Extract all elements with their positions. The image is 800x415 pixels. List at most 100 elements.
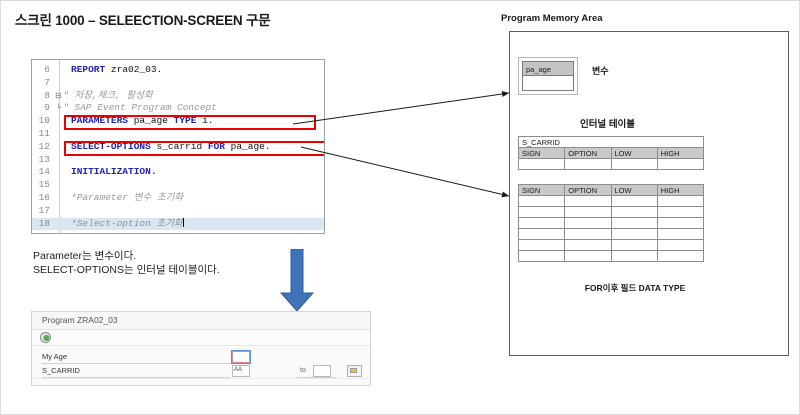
field-label-my-age: My Age	[42, 352, 68, 361]
table-cell	[610, 158, 658, 170]
code-text: PARAMETERS pa_age TYPE i.	[71, 115, 214, 127]
code-line[interactable]: 7	[32, 77, 324, 90]
s-carrid-low-input[interactable]	[232, 365, 250, 377]
code-text: " 저장,체크, 활성화	[63, 89, 153, 101]
table-cell	[610, 195, 658, 207]
execute-icon[interactable]	[40, 332, 51, 343]
table-cell	[564, 228, 612, 240]
sap-toolbar[interactable]	[32, 330, 370, 346]
code-text: *Select-option 초기화	[71, 217, 183, 229]
table-cell	[517, 250, 566, 262]
table-cell	[610, 228, 658, 240]
table-header-row: SIGN OPTION LOW HIGH	[517, 147, 705, 159]
table-name-cell: S_CARRID	[517, 136, 565, 148]
table-cell	[517, 228, 566, 240]
column-header-sign: SIGN	[517, 147, 566, 159]
code-line[interactable]: 8 ⊟" 저장,체크, 활성화	[32, 90, 324, 103]
table-row	[517, 239, 705, 251]
table-row	[517, 206, 705, 218]
explanatory-notes: Parameter는 변수이다. SELECT-OPTIONS는 인터널 테이블…	[33, 249, 220, 277]
code-text: *Parameter 변수 초기화	[71, 191, 184, 203]
line-number: 13	[38, 153, 50, 165]
s-carrid-high-input[interactable]	[313, 365, 331, 377]
sap-selection-screen-mockup[interactable]: Program ZRA02_03 My Age S_CARRID AA to	[31, 311, 371, 386]
code-line[interactable]: 13	[32, 154, 324, 167]
internal-table-rows: SIGN OPTION LOW HIGH	[517, 184, 705, 262]
code-text: INITIALIZATION.	[71, 166, 157, 178]
code-line[interactable]: 9 └" SAP Event Program Concept	[32, 102, 324, 115]
fold-marker[interactable]: ⊟	[55, 91, 62, 101]
program-memory-area: pa_age 변수 인터널 테이블 S_CARRID SIGN OPTION L…	[509, 31, 789, 356]
table-row	[517, 158, 705, 170]
arrow-select-options-to-table	[300, 146, 510, 198]
table-name-pad	[657, 136, 705, 148]
code-line[interactable]: 14 INITIALIZATION.	[32, 166, 324, 179]
variable-memory-cell: pa_age	[518, 57, 578, 95]
code-line[interactable]: 11	[32, 128, 324, 141]
sap-screen-title: Program ZRA02_03	[32, 312, 370, 330]
code-line[interactable]: 16*Parameter 변수 초기화	[32, 192, 324, 205]
note-line-2: SELECT-OPTIONS는 인터널 테이블이다.	[33, 264, 220, 276]
line-number: 6	[44, 64, 50, 75]
blue-down-arrow-icon	[279, 249, 315, 312]
table-cell	[656, 250, 705, 262]
table-cell	[517, 239, 566, 251]
line-number: 8	[44, 89, 50, 101]
variable-value	[523, 76, 573, 90]
table-row	[517, 228, 705, 240]
code-text: SELECT-OPTIONS s_carrid FOR pa_age.	[71, 140, 271, 152]
table-cell	[564, 239, 612, 251]
sap-divider	[32, 378, 370, 379]
table-row	[517, 195, 705, 207]
page-title: 스크린 1000 – SELEECTION-SCREEN 구문	[15, 13, 271, 28]
variable-caption: 변수	[592, 66, 609, 76]
line-number: 12	[38, 140, 50, 152]
line-number: 9	[44, 102, 50, 114]
code-line[interactable]: 12 SELECT-OPTIONS s_carrid FOR pa_age.	[32, 141, 324, 154]
column-header-option: OPTION	[564, 147, 612, 159]
table-cell	[517, 158, 566, 170]
column-header-low: LOW	[610, 147, 658, 159]
table-cell	[656, 206, 705, 218]
column-header-high: HIGH	[656, 147, 705, 159]
internal-table-s-carrid: S_CARRID SIGN OPTION LOW HIGH	[517, 136, 705, 170]
table-cell	[564, 217, 612, 229]
note-line-1: Parameter는 변수이다.	[33, 250, 137, 262]
table-cell	[564, 250, 612, 262]
range-to-label: to	[300, 367, 306, 374]
table-cell	[610, 250, 658, 262]
table-name-row: S_CARRID	[517, 136, 705, 148]
table-cell	[656, 195, 705, 207]
code-text: " SAP Event Program Concept	[63, 102, 217, 114]
table-cell	[564, 158, 612, 170]
fold-marker[interactable]: └	[56, 104, 61, 114]
table-cell	[610, 217, 658, 229]
my-age-input[interactable]	[231, 350, 251, 364]
column-header-low: LOW	[610, 184, 658, 196]
table-cell	[656, 239, 705, 251]
table-cell	[610, 206, 658, 218]
field-underline	[42, 377, 230, 378]
variable-name: pa_age	[523, 62, 573, 76]
line-number: 7	[44, 76, 50, 88]
line-number: 17	[38, 204, 50, 216]
table-row	[517, 250, 705, 262]
for-clause-footnote: FOR이후 필드 DATA TYPE	[584, 283, 686, 293]
table-row	[517, 217, 705, 229]
text-caret	[182, 217, 184, 227]
table-cell	[656, 217, 705, 229]
field-underline	[42, 363, 230, 364]
line-number: 14	[38, 166, 50, 178]
code-line[interactable]: 15	[32, 179, 324, 192]
table-cell	[517, 195, 566, 207]
table-header-row: SIGN OPTION LOW HIGH	[517, 184, 705, 196]
code-line[interactable]: 17	[32, 205, 324, 218]
code-line-active[interactable]: 18*Select-option 초기화	[32, 217, 324, 231]
column-header-sign: SIGN	[517, 184, 566, 196]
field-label-s-carrid: S_CARRID	[42, 366, 80, 375]
multi-select-button[interactable]	[347, 365, 362, 377]
